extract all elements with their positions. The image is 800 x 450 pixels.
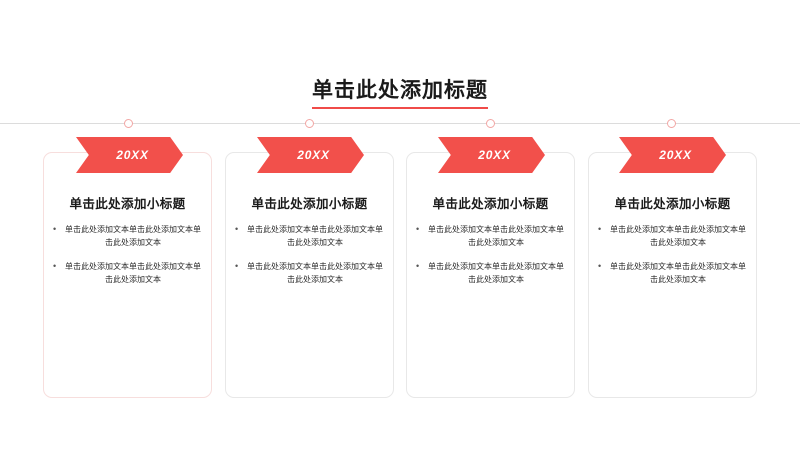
list-item: • 单击此处添加文本单击此处添加文本单击此处添加文本 (598, 223, 749, 249)
timeline-dot-2 (304, 119, 314, 128)
card-1-heading: 单击此处添加小标题 (69, 197, 186, 211)
title-container: 单击此处添加标题 (0, 78, 800, 110)
bullet-dot-icon: • (598, 224, 602, 234)
list-item: • 单击此处添加文本单击此处添加文本单击此处添加文本 (53, 223, 204, 249)
timeline-dot-4 (666, 119, 676, 128)
card-3-bullet-list: • 单击此处添加文本单击此处添加文本单击此处添加文本 • 单击此处添加文本单击此… (416, 223, 567, 297)
ribbon-label-4: 20XX (659, 148, 692, 162)
ribbon-label-3: 20XX (478, 148, 511, 162)
bullet-dot-icon: • (235, 261, 239, 271)
card-1-bullet-2: 单击此处添加文本单击此处添加文本单击此处添加文本 (65, 262, 201, 284)
page-title: 单击此处添加标题 (312, 78, 488, 110)
list-item: • 单击此处添加文本单击此处添加文本单击此处添加文本 (235, 260, 386, 286)
bullet-dot-icon: • (416, 224, 420, 234)
card-1[interactable]: 单击此处添加小标题 • 单击此处添加文本单击此处添加文本单击此处添加文本 • 单… (43, 152, 212, 398)
timeline-dot-3 (485, 119, 495, 128)
ribbon-banner-2[interactable]: 20XX (257, 137, 364, 173)
card-2[interactable]: 单击此处添加小标题 • 单击此处添加文本单击此处添加文本单击此处添加文本 • 单… (225, 152, 394, 398)
card-4-bullet-2: 单击此处添加文本单击此处添加文本单击此处添加文本 (610, 262, 746, 284)
list-item: • 单击此处添加文本单击此处添加文本单击此处添加文本 (598, 260, 749, 286)
card-4-heading: 单击此处添加小标题 (614, 197, 731, 211)
ribbon-label-2: 20XX (297, 148, 330, 162)
card-3-bullet-1: 单击此处添加文本单击此处添加文本单击此处添加文本 (428, 225, 564, 247)
card-2-heading: 单击此处添加小标题 (251, 197, 368, 211)
bullet-dot-icon: • (53, 224, 57, 234)
timeline-rail (0, 119, 800, 128)
ribbon-banner-1[interactable]: 20XX (76, 137, 183, 173)
ribbon-banner-4[interactable]: 20XX (619, 137, 726, 173)
card-1-bullet-1: 单击此处添加文本单击此处添加文本单击此处添加文本 (65, 225, 201, 247)
list-item: • 单击此处添加文本单击此处添加文本单击此处添加文本 (416, 223, 567, 249)
card-2-bullet-list: • 单击此处添加文本单击此处添加文本单击此处添加文本 • 单击此处添加文本单击此… (235, 223, 386, 297)
card-4[interactable]: 单击此处添加小标题 • 单击此处添加文本单击此处添加文本单击此处添加文本 • 单… (588, 152, 757, 398)
list-item: • 单击此处添加文本单击此处添加文本单击此处添加文本 (53, 260, 204, 286)
bullet-dot-icon: • (416, 261, 420, 271)
ribbon-label-1: 20XX (116, 148, 149, 162)
timeline-dot-1 (123, 119, 133, 128)
card-2-bullet-2: 单击此处添加文本单击此处添加文本单击此处添加文本 (247, 262, 383, 284)
card-3[interactable]: 单击此处添加小标题 • 单击此处添加文本单击此处添加文本单击此处添加文本 • 单… (406, 152, 575, 398)
card-3-bullet-2: 单击此处添加文本单击此处添加文本单击此处添加文本 (428, 262, 564, 284)
bullet-dot-icon: • (235, 224, 239, 234)
ribbon-banner-3[interactable]: 20XX (438, 137, 545, 173)
list-item: • 单击此处添加文本单击此处添加文本单击此处添加文本 (416, 260, 567, 286)
card-1-bullet-list: • 单击此处添加文本单击此处添加文本单击此处添加文本 • 单击此处添加文本单击此… (53, 223, 204, 297)
card-4-bullet-list: • 单击此处添加文本单击此处添加文本单击此处添加文本 • 单击此处添加文本单击此… (598, 223, 749, 297)
card-3-heading: 单击此处添加小标题 (432, 197, 549, 211)
card-4-bullet-1: 单击此处添加文本单击此处添加文本单击此处添加文本 (610, 225, 746, 247)
card-2-bullet-1: 单击此处添加文本单击此处添加文本单击此处添加文本 (247, 225, 383, 247)
bullet-dot-icon: • (53, 261, 57, 271)
bullet-dot-icon: • (598, 261, 602, 271)
list-item: • 单击此处添加文本单击此处添加文本单击此处添加文本 (235, 223, 386, 249)
